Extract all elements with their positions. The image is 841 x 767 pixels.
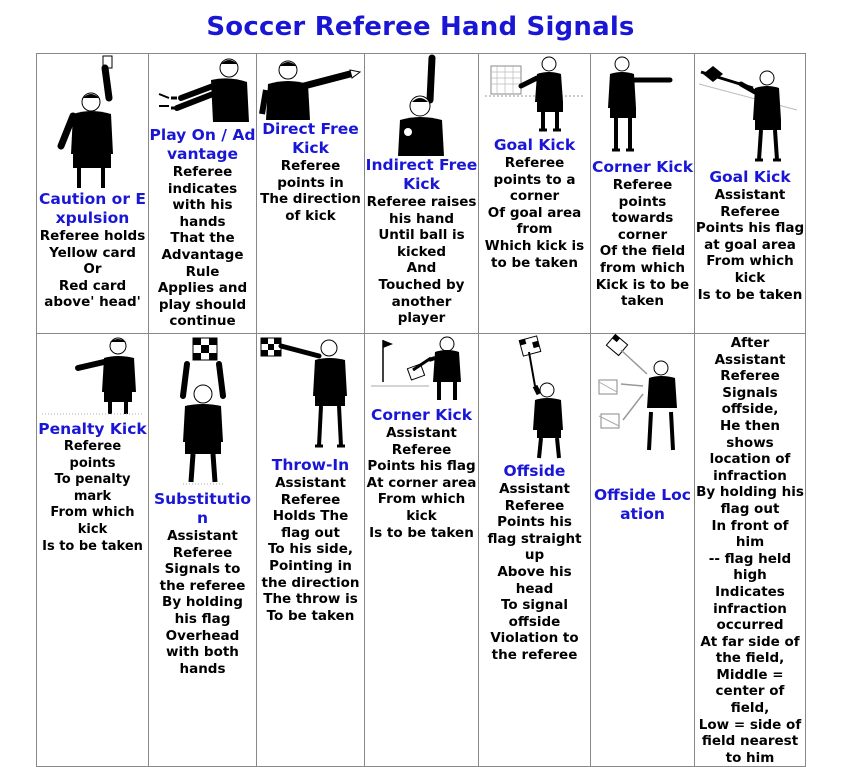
assistant-flag-corner-icon: [370, 336, 461, 400]
page-title: Soccer Referee Hand Signals: [206, 12, 635, 42]
signal-heading: Penalty Kick: [38, 420, 147, 438]
signal-description: After Assistant Referee Signals offside,…: [696, 335, 804, 766]
signal-description: Referee holds Yellow card Or Red card ab…: [39, 228, 146, 311]
signal-cell-offside: Offside Assistant Referee Points his fla…: [478, 332, 591, 767]
signal-description: Referee points in The direction of kick: [260, 158, 361, 224]
referee-arm-raised-icon: [397, 54, 444, 156]
signal-description: Referee raises his hand Until ball is ki…: [366, 194, 477, 327]
signal-cell-play-on: Play On / Advantage Referee indicates wi…: [148, 53, 257, 334]
signal-cell-corner-kick-referee: Corner Kick Referee points towards corne…: [590, 53, 695, 334]
referee-goal-kick-icon: [484, 56, 585, 132]
signal-cell-throw-in: Throw-In Assistant Referee Holds The fla…: [256, 332, 365, 767]
signal-description: Referee points to a corner Of goal area …: [484, 155, 585, 271]
signal-description: Assistant Referee Points his flag At cor…: [366, 425, 477, 541]
signal-description: Assistant Referee Signals to the referee…: [159, 528, 246, 677]
signal-heading: Corner Kick: [370, 406, 473, 424]
signal-cell-direct-free-kick: Direct Free Kick Referee points in The d…: [256, 53, 365, 334]
assistant-flag-overhead-icon: [179, 337, 226, 485]
signal-cell-goal-kick-assistant: Goal Kick Assistant Referee Points his f…: [694, 53, 806, 334]
signal-description: Assistant Referee Points his flag straig…: [487, 481, 582, 663]
referee-advantage-arms-icon: [158, 58, 249, 122]
referee-raising-card-icon: [57, 55, 113, 188]
signal-description: Referee indicates with his hands That th…: [157, 164, 248, 330]
signal-heading: Goal Kick: [493, 136, 576, 154]
signal-cell-offside-description: After Assistant Referee Signals offside,…: [694, 332, 806, 767]
signal-heading: Goal Kick: [709, 168, 791, 186]
referee-pointing-icon: [258, 60, 361, 120]
signal-description: Referee points To penalty mark From whic…: [42, 439, 143, 554]
signal-heading: Throw-In: [271, 456, 350, 474]
assistant-offside-location-icon: [598, 334, 677, 451]
signal-cell-offside-location: Offside Location: [590, 332, 695, 767]
signal-heading: Substitution: [153, 490, 252, 527]
signal-heading: Play On / Advantage: [149, 126, 256, 163]
signal-cell-corner-kick-assistant: Corner Kick Assistant Referee Points his…: [364, 332, 479, 767]
signal-description: Assistant Referee Points his flag at goa…: [695, 187, 805, 303]
signals-grid: Caution or Expulsion Referee holds Yello…: [36, 53, 806, 767]
signal-cell-indirect-free-kick: Indirect Free Kick Referee raises his ha…: [364, 53, 479, 334]
signal-heading: Corner Kick: [591, 158, 694, 176]
signal-cell-penalty-kick: Penalty Kick Referee points To penalty m…: [36, 332, 149, 767]
signal-heading: Direct Free Kick: [262, 120, 359, 157]
signal-heading: Indirect Free Kick: [365, 156, 478, 193]
signal-heading: Offside: [503, 462, 566, 480]
referee-penalty-point-icon: [41, 337, 144, 415]
signal-cell-caution: Caution or Expulsion Referee holds Yello…: [36, 53, 149, 334]
signal-heading: Caution or Expulsion: [39, 190, 146, 227]
signals-row-2: Penalty Kick Referee points To penalty m…: [36, 332, 806, 767]
assistant-flag-up-icon: [518, 335, 563, 459]
signal-heading: Offside Location: [594, 486, 691, 523]
signal-cell-goal-kick-referee: Goal Kick Referee points to a corner Of …: [478, 53, 591, 334]
assistant-flag-goal-area-icon: [698, 66, 798, 162]
signals-row-1: Caution or Expulsion Referee holds Yello…: [36, 53, 806, 334]
assistant-flag-side-icon: [260, 337, 347, 448]
referee-corner-icon: [607, 56, 672, 152]
signal-cell-substitution: Substitution Assistant Referee Signals t…: [148, 332, 257, 767]
signal-description: Assistant Referee Holds The flag out To …: [261, 475, 360, 624]
signal-description: Referee points towards corner Of the fie…: [595, 177, 690, 310]
